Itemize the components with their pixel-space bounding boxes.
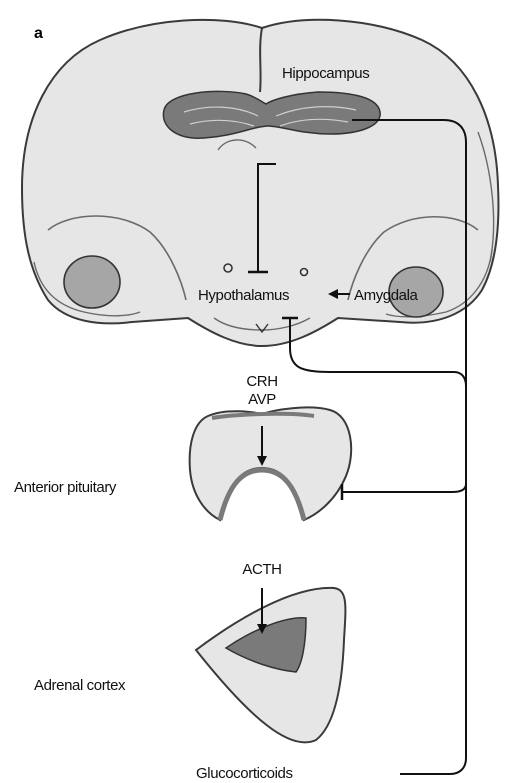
hypothalamus-label: Hypothalamus <box>198 287 289 304</box>
adrenal-cortex-label: Adrenal cortex <box>34 677 126 694</box>
avp-label: AVP <box>248 391 276 408</box>
crh-label: CRH <box>246 373 277 390</box>
anterior-pituitary-label: Anterior pituitary <box>14 479 117 496</box>
adrenal-gland <box>196 588 345 742</box>
pituitary-inhibition-line <box>342 484 466 492</box>
panel-label: a <box>34 25 43 42</box>
glucocorticoids-label: Glucocorticoids <box>196 765 293 782</box>
pituitary-body <box>190 407 352 520</box>
left-amygdala-region <box>64 256 120 308</box>
anterior-pituitary-shape <box>190 407 352 520</box>
acth-label: ACTH <box>242 561 281 578</box>
hippocampus-label: Hippocampus <box>282 65 369 82</box>
amygdala-label: Amygdala <box>354 287 419 304</box>
